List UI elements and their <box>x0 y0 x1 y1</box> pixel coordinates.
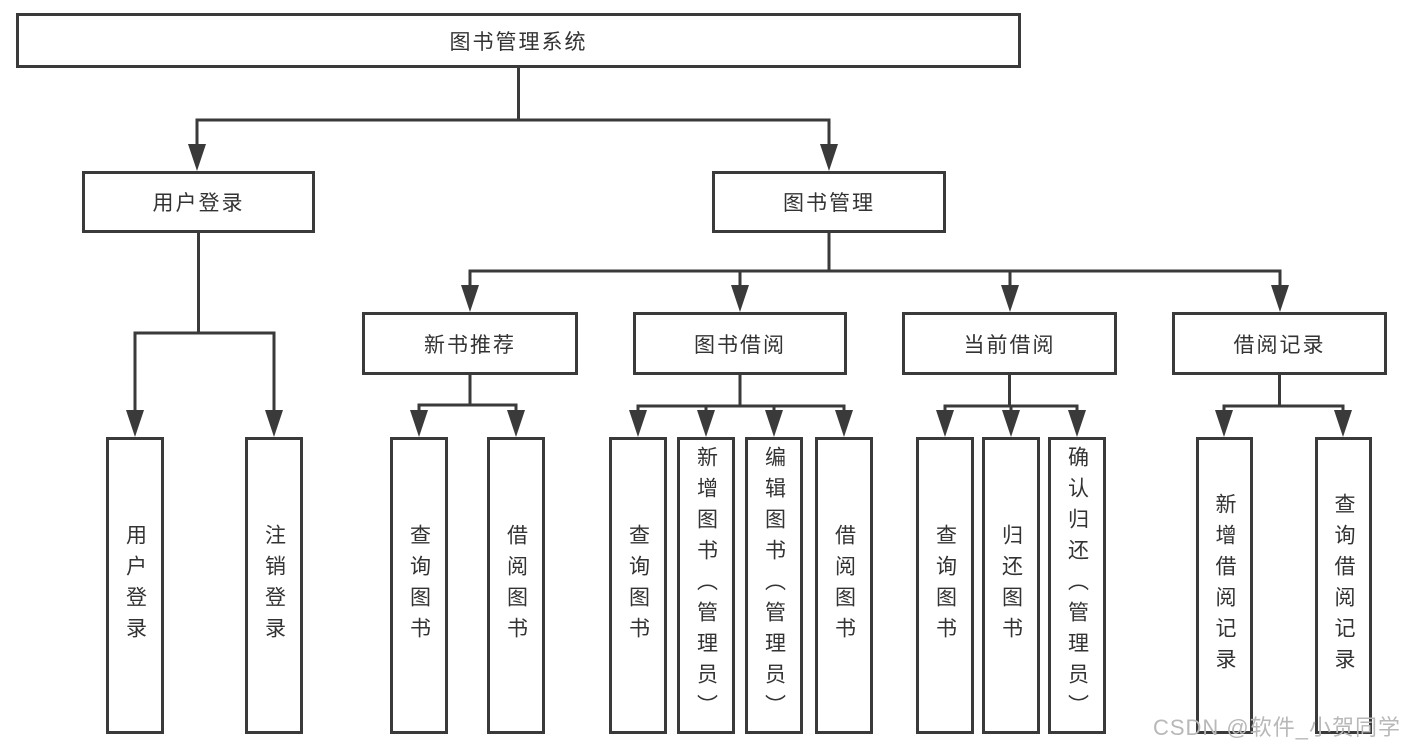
leaf-borrow-books-borrow: 借阅图书 <box>815 437 873 734</box>
node-borrow-records: 借阅记录 <box>1172 312 1387 375</box>
node-new-book-recommend: 新书推荐 <box>362 312 578 375</box>
node-user-login: 用户登录 <box>82 171 315 233</box>
leaf-confirm-return-admin: 确认归还（管理员） <box>1048 437 1106 734</box>
leaf-query-books-borrow: 查询图书 <box>609 437 667 734</box>
leaf-query-borrow-record: 查询借阅记录 <box>1315 437 1372 734</box>
node-current-borrow: 当前借阅 <box>902 312 1117 375</box>
leaf-user-login: 用户登录 <box>106 437 164 734</box>
node-library-management-system: 图书管理系统 <box>16 13 1021 68</box>
leaf-logout-login: 注销登录 <box>245 437 303 734</box>
leaf-add-borrow-record: 新增借阅记录 <box>1196 437 1253 734</box>
node-book-borrow: 图书借阅 <box>633 312 847 375</box>
leaf-add-book-admin: 新增图书（管理员） <box>677 437 735 734</box>
leaf-borrow-books-recommend: 借阅图书 <box>487 437 545 734</box>
leaf-query-books-recommend: 查询图书 <box>390 437 448 734</box>
leaf-return-books: 归还图书 <box>982 437 1040 734</box>
node-book-management: 图书管理 <box>712 171 946 233</box>
csdn-watermark: CSDN @软件_小贺同学 <box>1152 715 1401 740</box>
leaf-edit-book-admin: 编辑图书（管理员） <box>745 437 803 734</box>
leaf-query-books-current: 查询图书 <box>916 437 974 734</box>
